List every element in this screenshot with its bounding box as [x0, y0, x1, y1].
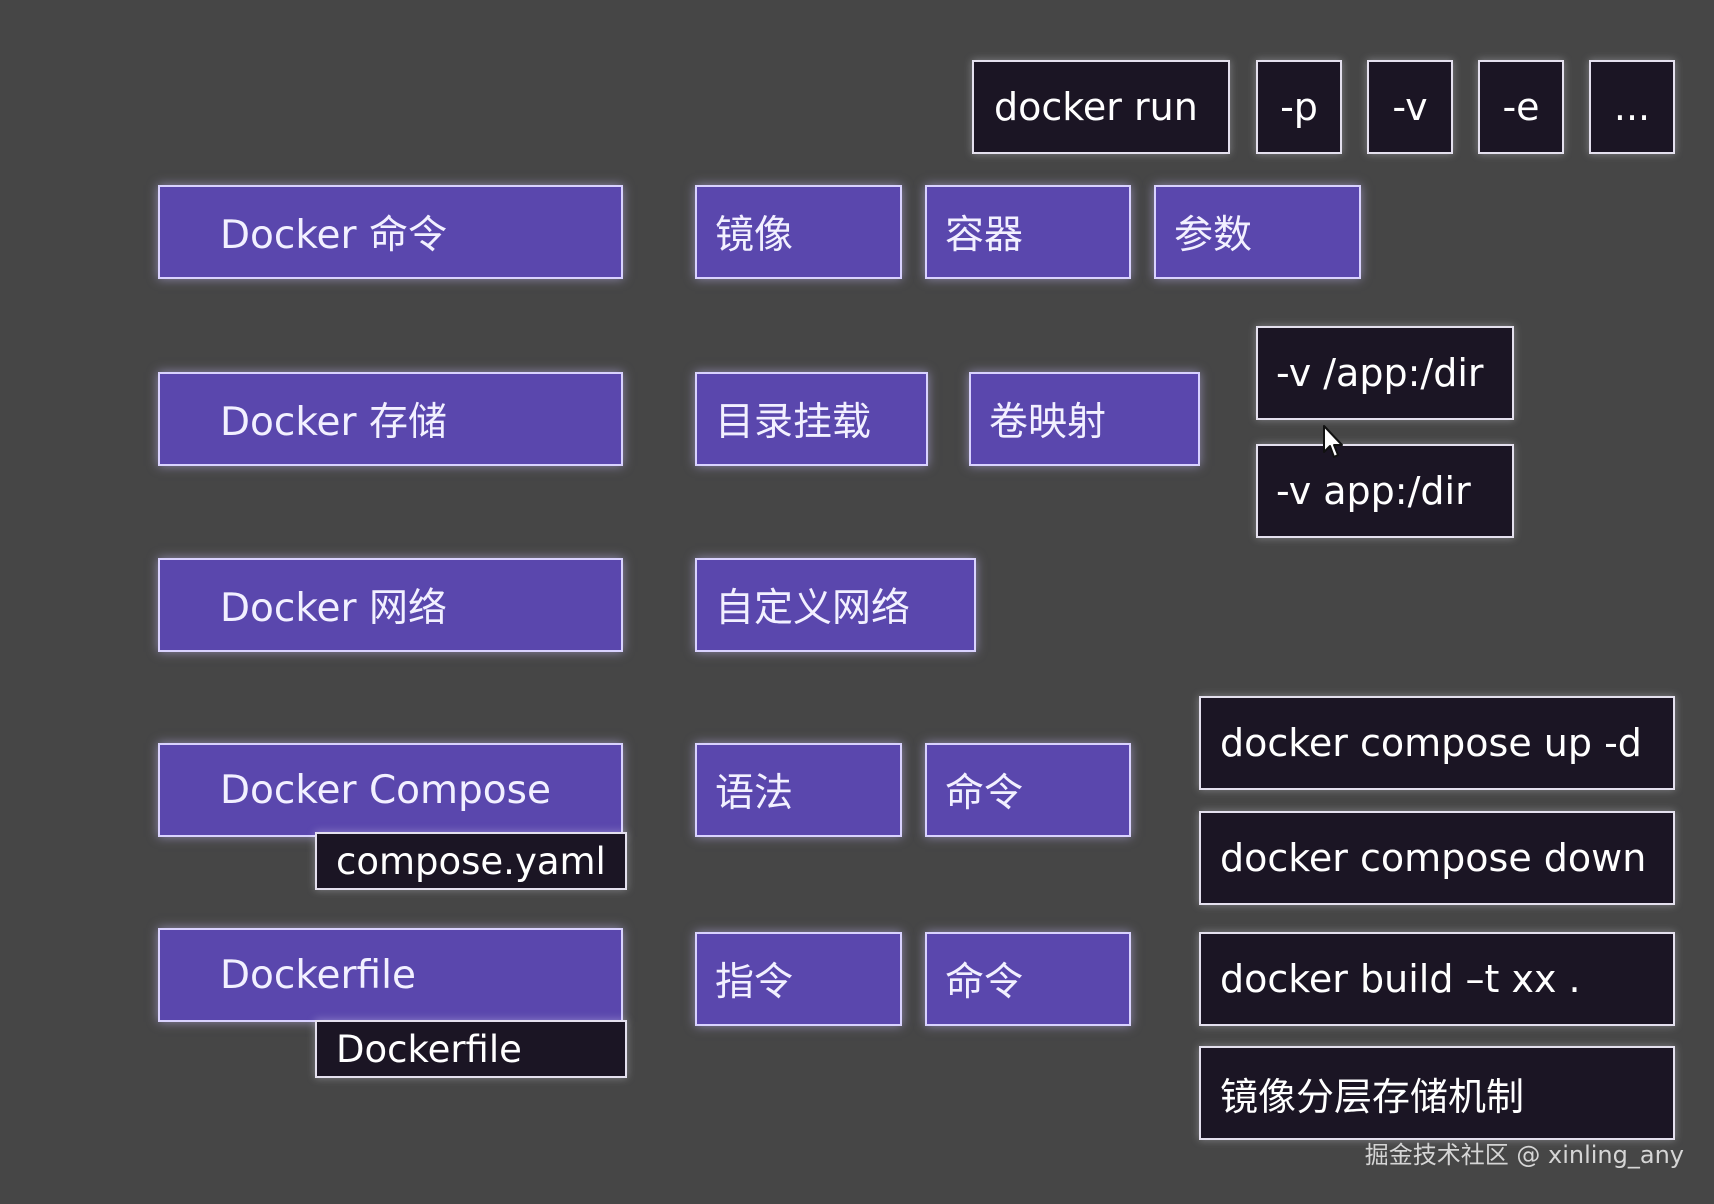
volume-example-named: -v app:/dir	[1256, 444, 1514, 538]
docker-run-label: docker run	[994, 85, 1198, 129]
docker-compose-box: Docker Compose	[158, 743, 623, 837]
flag-v-label: -v	[1392, 85, 1428, 129]
chip-container-label: 容器	[945, 213, 1024, 258]
chip-volume-label: 卷映射	[989, 400, 1107, 445]
chip-compose-commands: 命令	[925, 743, 1131, 837]
chip-dockerfile-instructions: 指令	[695, 932, 902, 1026]
compose-file-tag: compose.yaml	[315, 832, 627, 890]
chip-params: 参数	[1154, 185, 1361, 279]
chip-image: 镜像	[695, 185, 902, 279]
chip-dockerfile-commands-label: 命令	[945, 960, 1024, 1005]
docker-commands-title: Docker 命令	[220, 213, 447, 258]
docker-network-title: Docker 网络	[220, 586, 447, 631]
volume-example-absolute: -v /app:/dir	[1256, 326, 1514, 420]
flag-more-label: ...	[1613, 85, 1651, 129]
mouse-pointer-icon	[1323, 425, 1343, 458]
dockerfile-title: Dockerfile	[220, 952, 416, 998]
chip-params-label: 参数	[1174, 213, 1253, 258]
flag-v-box: -v	[1367, 60, 1453, 154]
chip-dockerfile-commands: 命令	[925, 932, 1131, 1026]
flag-more-box: ...	[1589, 60, 1675, 154]
docker-storage-box: Docker 存储	[158, 372, 623, 466]
dockerfile-file-tag: Dockerfile	[315, 1020, 627, 1078]
docker-storage-title: Docker 存储	[220, 400, 447, 445]
docker-build-label: docker build –t xx .	[1220, 957, 1581, 1001]
compose-up-label: docker compose up -d	[1220, 721, 1642, 765]
chip-volume: 卷映射	[969, 372, 1200, 466]
watermark: 掘金技术社区 @ xinling_any	[1364, 1141, 1684, 1169]
image-layer-box: 镜像分层存储机制	[1199, 1046, 1675, 1140]
chip-compose-commands-label: 命令	[945, 771, 1024, 816]
docker-network-box: Docker 网络	[158, 558, 623, 652]
dockerfile-file-tag-label: Dockerfile	[336, 1027, 522, 1071]
chip-custom-network-label: 自定义网络	[715, 586, 911, 631]
chip-custom-network: 自定义网络	[695, 558, 976, 652]
chip-compose-syntax: 语法	[695, 743, 902, 837]
dockerfile-box: Dockerfile	[158, 928, 623, 1022]
volume-example-absolute-label: -v /app:/dir	[1276, 351, 1484, 395]
compose-down-box: docker compose down	[1199, 811, 1675, 905]
chip-dockerfile-instructions-label: 指令	[715, 960, 794, 1005]
image-layer-label: 镜像分层存储机制	[1220, 1074, 1525, 1119]
compose-up-box: docker compose up -d	[1199, 696, 1675, 790]
chip-bind-mount: 目录挂载	[695, 372, 928, 466]
chip-image-label: 镜像	[715, 213, 794, 258]
docker-commands-box: Docker 命令	[158, 185, 623, 279]
docker-compose-title: Docker Compose	[220, 767, 551, 813]
docker-build-box: docker build –t xx .	[1199, 932, 1675, 1026]
docker-run-box: docker run	[972, 60, 1230, 154]
flag-p-box: -p	[1256, 60, 1342, 154]
compose-down-label: docker compose down	[1220, 836, 1647, 880]
chip-container: 容器	[925, 185, 1131, 279]
flag-p-label: -p	[1280, 85, 1318, 129]
compose-file-tag-label: compose.yaml	[336, 839, 606, 883]
flag-e-box: -e	[1478, 60, 1564, 154]
chip-bind-mount-label: 目录挂载	[715, 400, 872, 445]
volume-example-named-label: -v app:/dir	[1276, 469, 1471, 513]
flag-e-label: -e	[1502, 85, 1540, 129]
chip-compose-syntax-label: 语法	[715, 771, 794, 816]
